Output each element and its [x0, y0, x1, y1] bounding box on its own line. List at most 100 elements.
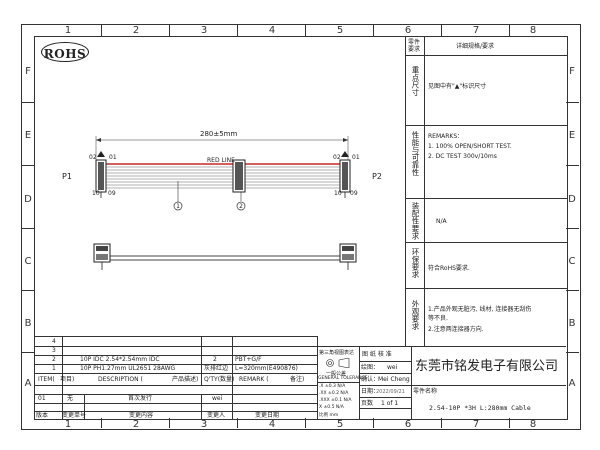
tolerance-block: 第三角视图表达 一般公差 GENERAL TOLERANCE .X ±0.3 N…: [317, 346, 368, 419]
tol-na: N/A: [335, 405, 344, 410]
bom-header-desc: DESCRIPTION (: [98, 376, 143, 383]
p1-label: P1: [62, 172, 72, 181]
tol-na: N/A: [340, 391, 349, 396]
date-value: 2022/09/21: [376, 389, 405, 395]
bom-header-item-cn: 项目): [60, 376, 75, 383]
grid-number: 2: [132, 419, 140, 430]
tol-value: ±0.2: [328, 391, 339, 396]
rev-who: wei: [212, 395, 223, 402]
tol-key: .X: [319, 384, 324, 389]
p2-label: P2: [372, 172, 382, 181]
pin-label: 09: [108, 190, 116, 197]
spec-label: 装配性要求: [411, 202, 420, 240]
spec-value: N/A: [436, 218, 447, 225]
grid-letter: F: [569, 66, 575, 77]
bom-header-desc-cn: 产品描述): [172, 376, 199, 383]
grid-number: 8: [529, 25, 537, 36]
rohs-logo-text: ROHS: [43, 47, 87, 61]
grid-number: 7: [472, 25, 480, 36]
bom-item: 2: [52, 356, 56, 363]
spec-label: 环保要求: [411, 248, 420, 278]
grid-number: 4: [268, 25, 276, 36]
pin-label: 02: [89, 154, 97, 161]
bom-header-item: ITEM(: [38, 376, 55, 383]
bom-item: 3: [52, 347, 56, 354]
grid-number: 5: [336, 419, 344, 430]
grid-number: 8: [529, 419, 537, 430]
rev-header-content: 变更内容: [129, 412, 154, 419]
bom-header-remark-cn: 备注): [290, 376, 305, 383]
spec-label: 外观要求: [411, 300, 420, 330]
company-block: 东莞市铭发电子有限公司 零件名称 2.54-10P *3H L:280mm Ca…: [411, 346, 566, 419]
rev-header-date: 变更日期: [255, 412, 280, 419]
rev-header-ver: 版本: [36, 412, 49, 419]
spec-value: REMARKS：: [428, 133, 464, 140]
drawing-sheet: [21, 24, 581, 430]
scale-label: 比例: [319, 413, 328, 418]
tol-key: .XX: [319, 391, 327, 396]
grid-number: 7: [472, 419, 480, 430]
check-value: Mei Cheng: [378, 376, 410, 383]
spec-label: 性能与可靠性: [411, 131, 420, 176]
grid-number: 3: [200, 419, 208, 430]
grid-number: 6: [404, 25, 412, 36]
company-name: 东莞市铭发电子有限公司: [415, 359, 559, 374]
pin-label: 02: [333, 154, 341, 161]
grid-number: 5: [336, 25, 344, 36]
pin-label: 09: [350, 190, 358, 197]
grid-number: 6: [404, 419, 412, 430]
grid-number: 2: [132, 25, 140, 36]
bom-desc: 10P IDC 2.54*2.54mm IDC: [80, 356, 160, 363]
tol-na: N/A: [343, 398, 352, 403]
sheet-value: 1 of 1: [381, 400, 399, 407]
bom-qty: 2: [213, 356, 217, 363]
unit-label: mm: [329, 413, 339, 418]
spec-value: 等不良.: [428, 315, 448, 322]
dimension-length: 280±5mm: [200, 130, 238, 138]
grid-number: 3: [200, 25, 208, 36]
grid-letter: F: [25, 66, 31, 77]
spec-value: 符合RoHS要求.: [428, 265, 470, 272]
spec-value: 1. 100% OPEN/SHORT TEST.: [428, 143, 512, 150]
tol-key: X: [319, 405, 323, 410]
grid-number: 1: [64, 25, 72, 36]
grid-letter: D: [568, 194, 576, 205]
spec-label: 重点尺寸: [411, 66, 420, 96]
grid-letter: C: [24, 256, 32, 267]
spec-value: 2. DC TEST 300v/10ms: [428, 153, 497, 160]
bom-qty: 灰排红边: [204, 365, 229, 372]
rohs-logo: ROHS: [41, 42, 89, 62]
grid-letter: E: [24, 130, 32, 141]
approval-title: 图 纸 核 准: [362, 351, 392, 358]
projection-label: 第三角视图表达: [319, 350, 355, 356]
tol-na: N/A: [337, 384, 346, 389]
rev-mark: 无: [67, 395, 74, 402]
grid-letter: D: [24, 194, 32, 205]
spec-value: 1.产品外观无脏污, 线材, 连接器无刮伤: [428, 306, 532, 313]
pin-label: 01: [352, 154, 360, 161]
cable-drawing: [93, 136, 357, 270]
bom-item: 4: [52, 338, 56, 345]
grid-number: 4: [268, 419, 276, 430]
bom-remark: L=320mm(E490876): [235, 365, 298, 372]
projection-symbol-icon: [326, 358, 350, 368]
tol-key: .XXX: [319, 398, 330, 403]
bom-header-qty: Q'TY(数量): [204, 376, 235, 383]
spec-header-right: 详细规格/要求: [456, 43, 495, 50]
grid-letter: C: [568, 256, 576, 267]
grid-letter: A: [568, 378, 576, 389]
balloon-label: 1: [176, 203, 180, 210]
spec-value: 2.注意两连接器方向.: [428, 326, 484, 333]
spec-value: 见图中有"▲"标识尺寸: [428, 83, 487, 90]
bom-header-remark: REMARK (: [239, 376, 269, 383]
balloon-label: 2: [239, 203, 243, 210]
pin-label: 10: [92, 190, 100, 197]
rev-header-mark: 变更单号: [62, 412, 87, 419]
pin-label: 01: [109, 154, 117, 161]
part-name-label: 零件名称: [413, 388, 438, 395]
bom-item: 1: [52, 365, 56, 372]
approval-block: 图 纸 核 准 绘图： wei 确认： Mei Cheng 日期： 2022/0…: [359, 346, 412, 419]
grid-letter: B: [568, 318, 576, 329]
part-name: 2.54-10P *3H L:280mm Cable: [429, 404, 531, 412]
bom-table: 4 3 2 10P IDC 2.54*2.54mm IDC 2 PBT+G/F …: [34, 336, 318, 419]
